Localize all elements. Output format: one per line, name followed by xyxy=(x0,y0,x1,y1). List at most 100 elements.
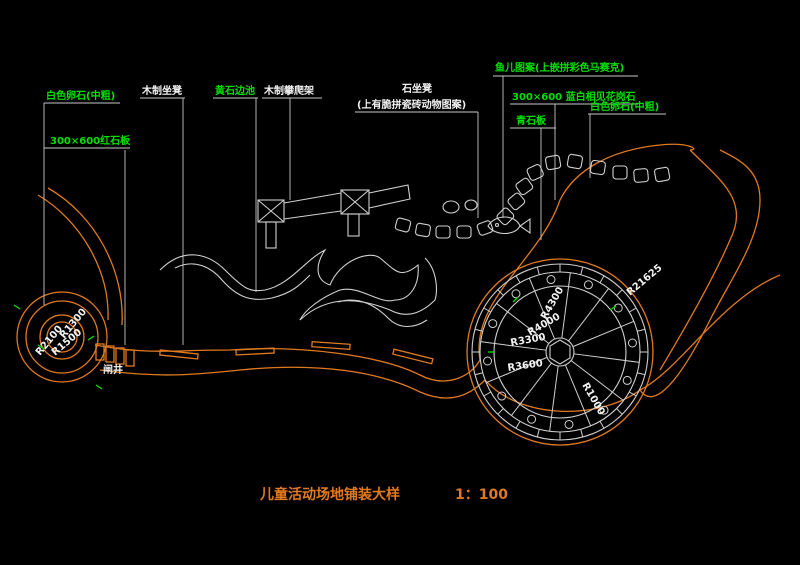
frame-cross xyxy=(340,189,370,215)
ring-tile-joint xyxy=(580,429,584,438)
main-walkway-top xyxy=(94,344,481,382)
stone xyxy=(394,217,412,233)
stone xyxy=(566,153,584,170)
ring-pebble xyxy=(488,319,498,329)
label-stone-seat: 石坐凳 xyxy=(401,82,432,95)
fish-tail xyxy=(519,217,531,235)
ring-tile-joint xyxy=(637,328,646,332)
stone-seat-round xyxy=(442,200,460,214)
left-circle-inner xyxy=(39,314,85,360)
yellow-stone-pool-edge xyxy=(159,248,437,328)
radial-spokes xyxy=(480,272,640,432)
ring-tile-joint xyxy=(474,372,483,376)
ring-pebble xyxy=(622,375,632,385)
left-circle-outer xyxy=(16,291,108,383)
wave-edge-inner xyxy=(174,263,311,300)
drawing-title: 儿童活动场地铺装大样 xyxy=(259,486,400,503)
wood-climbing-frame xyxy=(257,184,411,249)
ring-tile-joint xyxy=(474,328,483,332)
left-circle-mid xyxy=(25,300,99,374)
ring-tile-joint xyxy=(483,307,491,313)
paving-path-outline xyxy=(16,143,781,412)
leader-lines xyxy=(43,75,666,345)
label-wood-bench: 木制坐凳 xyxy=(141,84,182,97)
dim-outer-r21625: R21625 xyxy=(625,263,665,299)
label-pebble-white-left: 白色卵石(中粗) xyxy=(46,89,115,102)
label-stone-seat-note: (上有脆拼瓷砖动物图案) xyxy=(357,98,466,111)
wave-edge-lower-inner xyxy=(337,299,428,328)
ring-tile-joint xyxy=(637,372,646,376)
dim-tick xyxy=(512,296,519,303)
label-wood-climbing-frame: 木制攀爬架 xyxy=(263,84,314,97)
junction-slab-2 xyxy=(105,345,115,363)
ring-pebble xyxy=(546,275,556,285)
ring-tile-joint xyxy=(497,289,504,296)
circle-r3300 xyxy=(493,285,627,419)
spoke-line xyxy=(561,272,571,339)
dim-tick xyxy=(87,335,95,341)
dim-tick xyxy=(95,384,103,390)
spoke-line xyxy=(549,365,559,432)
ring-tile-joint xyxy=(497,408,504,415)
dim-tick xyxy=(37,344,45,350)
label-pebble-white-right: 白色卵石(中粗) xyxy=(590,100,659,113)
stone xyxy=(526,164,544,181)
label-blue-stone-slab: 青石板 xyxy=(516,114,547,127)
label-manhole: 闸井 xyxy=(103,363,123,376)
dim-right-r3300: R3300 xyxy=(510,332,547,349)
spoke-line xyxy=(564,364,592,427)
spoke-line xyxy=(480,341,547,351)
stone xyxy=(456,225,472,239)
wave-edge-top xyxy=(159,248,419,321)
fish-body xyxy=(487,216,521,235)
right-circle-outline xyxy=(466,258,654,446)
ring-tile-joint xyxy=(515,421,521,429)
junction-slab-4 xyxy=(125,349,135,367)
stepping-stones xyxy=(394,153,671,239)
ring-pebble xyxy=(483,356,493,366)
spoke-line xyxy=(528,277,556,340)
stone xyxy=(633,168,649,183)
stone xyxy=(515,177,534,196)
ring-tile-joint xyxy=(616,408,623,415)
ring-pebble xyxy=(627,338,637,348)
ring-pebble xyxy=(564,419,574,429)
spoke-line xyxy=(496,302,550,344)
ring-tile-joint xyxy=(629,391,637,397)
junction-slab-1 xyxy=(95,343,105,361)
frame-beam-left xyxy=(283,192,342,220)
bench-slat-4 xyxy=(392,348,434,365)
ring-pebble xyxy=(527,414,537,424)
ring-tile-joint xyxy=(483,391,491,397)
stone-seat-round xyxy=(464,199,478,211)
right-sweep-inner xyxy=(639,149,761,398)
ring-tile-joint xyxy=(580,266,584,275)
stone xyxy=(476,220,494,236)
fish-eye xyxy=(494,222,500,228)
stone xyxy=(496,207,515,226)
right-sweep-mid xyxy=(659,149,738,371)
upper-path xyxy=(478,143,695,361)
ring-tile-joint xyxy=(536,429,540,438)
spoke-line xyxy=(510,362,552,416)
ring-pebble xyxy=(511,289,521,299)
bench-slat-1 xyxy=(159,349,199,360)
frame-leg-right xyxy=(347,213,360,237)
dim-right-r1000: R1000 xyxy=(579,381,606,417)
drawing-scale: 1：100 xyxy=(455,487,508,503)
frame-leg-left xyxy=(265,221,277,249)
ring-pebble xyxy=(497,391,507,401)
left-arc-path-outer xyxy=(37,194,109,321)
bench-slat-3 xyxy=(311,340,351,351)
stone xyxy=(589,159,606,176)
ring-tile-joint xyxy=(616,289,623,296)
stone xyxy=(414,222,432,238)
dim-right-r3600: R3600 xyxy=(507,358,544,374)
circle-r1000 xyxy=(545,337,575,367)
ring-tile-joint xyxy=(599,421,605,429)
dim-tick xyxy=(13,304,21,310)
stone xyxy=(544,154,562,171)
stone xyxy=(435,225,451,239)
